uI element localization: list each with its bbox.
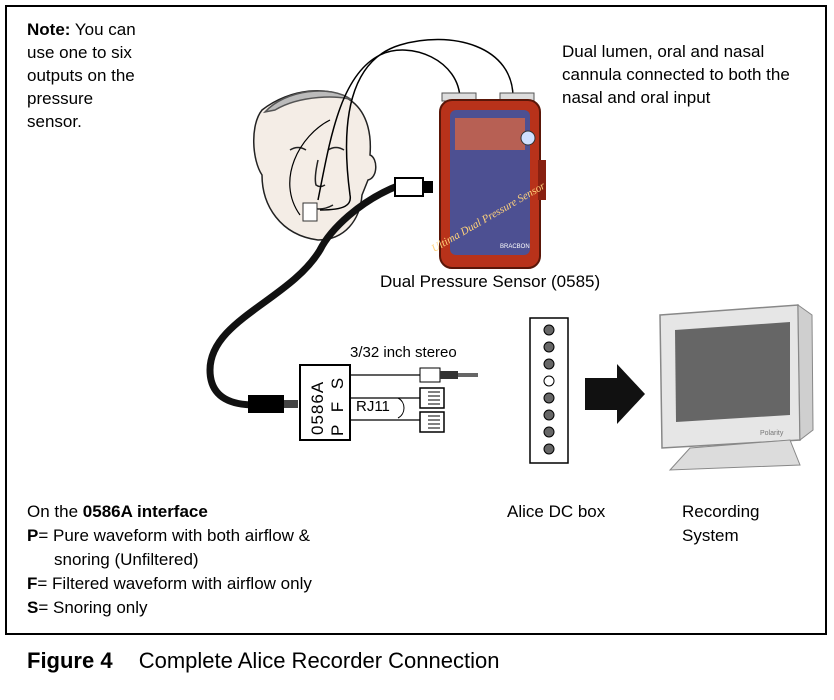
interface-outputs-label: P F S	[328, 373, 347, 436]
cannula-label: Dual lumen, oral and nasal cannula conne…	[562, 42, 790, 107]
interface-plug-pin	[284, 400, 298, 408]
legend-f: F= Filtered waveform with airflow only	[27, 574, 312, 593]
legend-intro: On the 0586A interface	[27, 502, 208, 521]
cannula-tube-nasal	[319, 38, 514, 211]
legend-p: P= Pure waveform with both airflow & sno…	[27, 526, 310, 569]
recording-system-label: Recording System	[682, 502, 760, 545]
rj11-label: RJ11	[356, 398, 390, 415]
interface-code-label: 0586A	[308, 380, 327, 435]
svg-text:BRACBON: BRACBON	[500, 244, 530, 250]
alice-dc-label: Alice DC box	[507, 502, 606, 521]
note-text: Note: You can use one to six outputs on …	[27, 18, 137, 133]
stereo-label: 3/32 inch stereo	[350, 344, 457, 361]
arrow-icon	[585, 364, 645, 424]
interface-legend: On the 0586A interface P= Pure waveform …	[27, 500, 312, 620]
rj11-brace	[397, 397, 405, 419]
rj11-connector-upper	[419, 387, 445, 409]
figure-title: Complete Alice Recorder Connection	[138, 648, 500, 673]
legend-s: S= Snoring only	[27, 598, 148, 617]
dual-pressure-sensor: Ultima Dual Pressure Sensor BRACBON	[430, 92, 548, 269]
monitor-illustration: Polarity	[659, 304, 814, 471]
sensor-label: Dual Pressure Sensor (0585)	[380, 272, 601, 291]
sensor-cable-plug-tip	[423, 181, 433, 193]
rj11-connector-lower	[419, 411, 445, 433]
alice-dc-box	[529, 317, 569, 464]
figure-number: Figure 4	[27, 648, 113, 673]
figure-frame	[5, 5, 827, 635]
sensor-cable-plug	[394, 177, 424, 197]
note-body: You can use one to six outputs on the pr…	[27, 20, 136, 131]
interface-plug	[248, 395, 284, 413]
cannula-prong	[302, 202, 318, 222]
note-label: Note:	[27, 20, 71, 39]
interface-box	[299, 364, 351, 441]
patient-head-illustration	[253, 90, 377, 241]
figure-caption: Figure 4 Complete Alice Recorder Connect…	[27, 648, 499, 674]
svg-text:Polarity: Polarity	[760, 430, 784, 437]
stereo-jack	[419, 367, 478, 383]
sensor-cable	[206, 181, 402, 409]
